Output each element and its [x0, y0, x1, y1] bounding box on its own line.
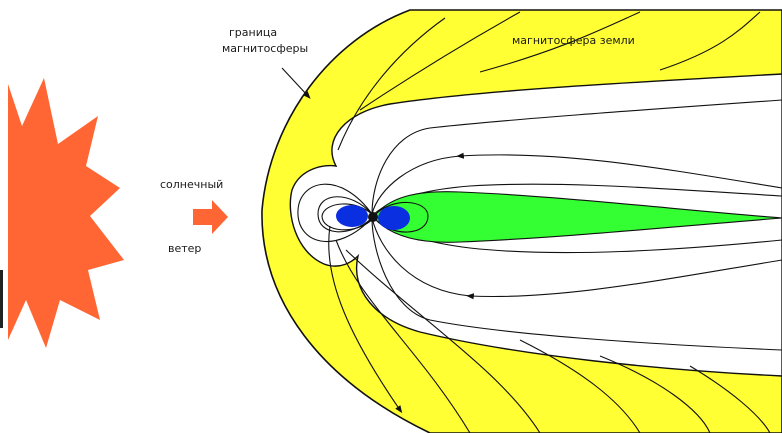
solar-wind-arrow: [193, 200, 228, 234]
earth-magnetosphere-label: магнитосфера земли: [512, 34, 635, 47]
solar-wind-label-line2: ветер: [168, 242, 201, 255]
boundary-label-line2: магнитосферы: [222, 42, 308, 55]
sun-shape: [8, 78, 124, 348]
image-edge-bar: [0, 270, 3, 328]
boundary-label-line1: граница: [229, 26, 277, 39]
solar-wind-label-line1: солнечный: [160, 178, 223, 191]
boundary-pointer: [282, 68, 308, 96]
